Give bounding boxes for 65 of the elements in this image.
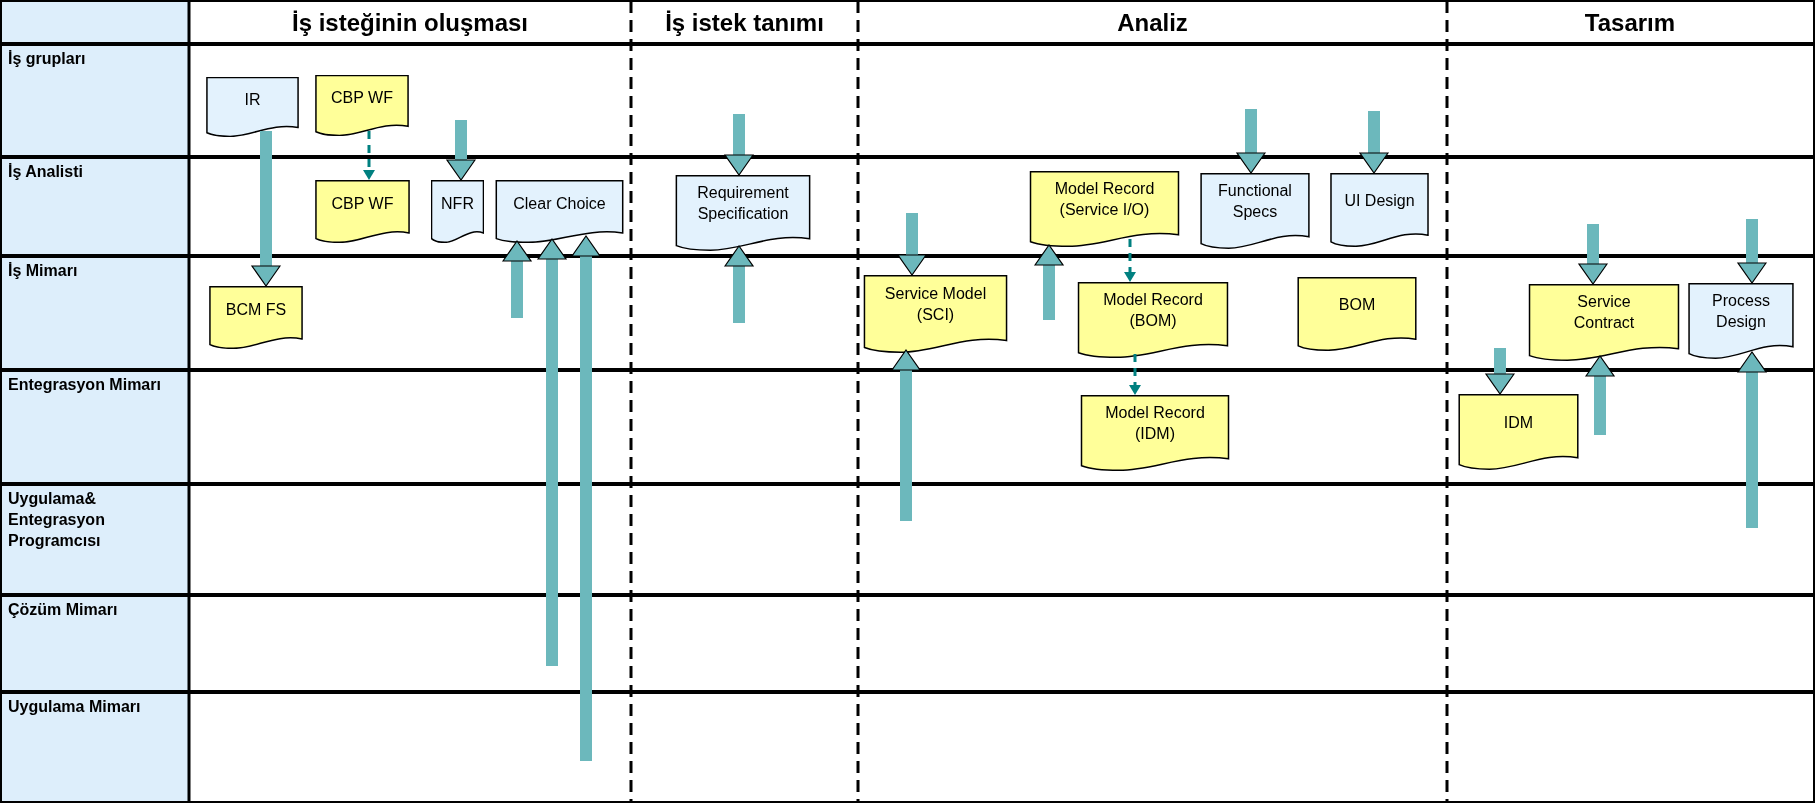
document-node xyxy=(315,180,410,243)
phase-header: İş istek tanımı xyxy=(665,9,824,37)
document-node xyxy=(1688,283,1794,359)
document-node xyxy=(863,275,1008,353)
document-label: Clear Choice xyxy=(513,193,606,214)
arrow xyxy=(502,240,532,318)
document-label: BOM xyxy=(1338,294,1376,315)
document-node xyxy=(1528,284,1680,361)
phase-header: İş isteğinin oluşması xyxy=(291,9,529,37)
arrow xyxy=(724,114,754,176)
document-label: IDM xyxy=(1503,412,1534,433)
document-label: Model Record (IDM) xyxy=(1104,403,1206,445)
document-node xyxy=(495,180,624,243)
document-label: CBP WF xyxy=(331,193,394,214)
arrow xyxy=(363,131,375,180)
arrow xyxy=(1359,111,1389,174)
document-node xyxy=(206,77,299,137)
document-node xyxy=(431,180,484,243)
document-node xyxy=(1080,395,1230,471)
arrow xyxy=(251,131,281,287)
arrow xyxy=(537,238,567,666)
phase-header: Analiz xyxy=(1117,9,1188,37)
arrow xyxy=(1737,351,1767,528)
arrow xyxy=(1129,354,1141,395)
lane-label: İş grupları xyxy=(8,49,87,69)
document-label: UI Design xyxy=(1344,190,1415,211)
document-label: Service Model (SCI) xyxy=(883,283,988,325)
phase-header: Tasarım xyxy=(1584,9,1676,37)
document-label: Model Record (BOM) xyxy=(1102,290,1204,332)
document-node xyxy=(315,75,409,136)
document-node xyxy=(675,175,811,251)
document-node xyxy=(1029,171,1180,247)
document-node xyxy=(1297,277,1417,351)
document-label: Functional Specs xyxy=(1217,181,1293,223)
document-node xyxy=(1200,173,1310,249)
lane-label: Entegrasyon Mimarı xyxy=(8,375,162,395)
lane-label: Uygulama& Entegrasyon Programcısı xyxy=(8,489,106,551)
document-label: Requirement Specification xyxy=(696,183,790,225)
arrow xyxy=(1034,244,1064,320)
document-label: Service Contract xyxy=(1572,292,1636,334)
document-node xyxy=(209,286,303,349)
document-label: NFR xyxy=(441,193,474,214)
lane-label: İş Analisti xyxy=(8,162,84,182)
arrow xyxy=(1578,224,1608,285)
document-label: Model Record (Service I/O) xyxy=(1053,179,1156,221)
document-node xyxy=(1458,394,1579,470)
arrow xyxy=(1585,355,1615,435)
arrow xyxy=(897,213,927,276)
document-label: BCM FS xyxy=(225,299,287,320)
arrow xyxy=(1737,219,1767,284)
arrow xyxy=(571,235,601,761)
document-node xyxy=(1077,282,1229,358)
arrow xyxy=(891,349,921,521)
arrow xyxy=(1124,239,1136,282)
lane-label: Uygulama Mimarı xyxy=(8,697,142,717)
lane-label: Çözüm Mimarı xyxy=(8,600,119,620)
arrow xyxy=(446,120,476,181)
document-label: IR xyxy=(244,89,261,110)
arrow xyxy=(724,245,754,323)
arrow xyxy=(1236,109,1266,174)
document-node xyxy=(1330,173,1429,247)
lane-label: İş Mimarı xyxy=(8,261,79,281)
document-label: Process Design xyxy=(1711,291,1771,333)
arrow xyxy=(1485,348,1515,395)
document-label: CBP WF xyxy=(331,88,393,109)
